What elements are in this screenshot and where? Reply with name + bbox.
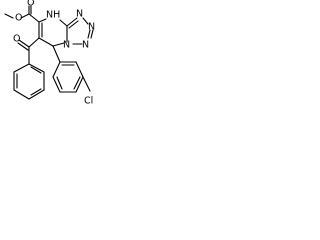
bond-ph-double-2	[30, 88, 42, 96]
bond-c6-carbonyl	[28, 37, 40, 48]
chemical-structure: O O NH O N N N N Cl	[4, 0, 95, 107]
ketone-oxygen-label: O	[13, 34, 20, 45]
bond-c5-nh	[38, 18, 47, 23]
bond-c7-n	[52, 42, 65, 47]
bond-carbonyl-c5	[28, 13, 40, 23]
bond-cp-3	[75, 76, 84, 93]
bond-n2-n3-double	[90, 29, 94, 39]
bond-n1-n2	[82, 17, 89, 25]
bond-ph-3	[13, 89, 30, 100]
bond-nh-c4a	[59, 19, 68, 27]
bond-c4a-n1-double	[68, 20, 79, 29]
bond-cp-double-3	[56, 76, 63, 90]
tetrazole-n-2-label: N	[88, 22, 95, 33]
tetrazole-n-3-label: N	[82, 40, 89, 51]
bond-aryl-cl	[82, 76, 91, 92]
bond-group	[4, 5, 94, 100]
bond-ph-6	[28, 63, 45, 73]
bond-ph-double-3	[30, 66, 42, 74]
nh-label: NH	[46, 10, 60, 21]
bond-c4a-n1	[66, 17, 78, 27]
tetrazole-n-4-label: N	[63, 40, 70, 51]
bond-cp-double-2	[73, 76, 81, 90]
bond-n2-n3	[87, 29, 91, 39]
bond-cp-6	[52, 61, 61, 78]
chlorine-label: Cl	[84, 96, 93, 107]
bond-cp-2	[75, 61, 84, 78]
bond-c6-c7	[38, 37, 54, 47]
bond-c7-aryl	[52, 45, 61, 63]
tetrazole-n-1-label: N	[76, 9, 83, 20]
bond-ph-4	[28, 89, 45, 100]
bond-cp-5	[52, 76, 61, 93]
ester-oxygen-1-label: O	[15, 13, 22, 24]
bond-benzoyl-o-1	[18, 39, 30, 48]
bond-methyl-o	[4, 13, 14, 19]
bond-ph-1	[13, 63, 30, 73]
ester-oxygen-2-label: O	[27, 0, 34, 9]
bond-o-carbonyl	[20, 13, 30, 19]
bond-benzoyl-o-2	[17, 42, 29, 51]
